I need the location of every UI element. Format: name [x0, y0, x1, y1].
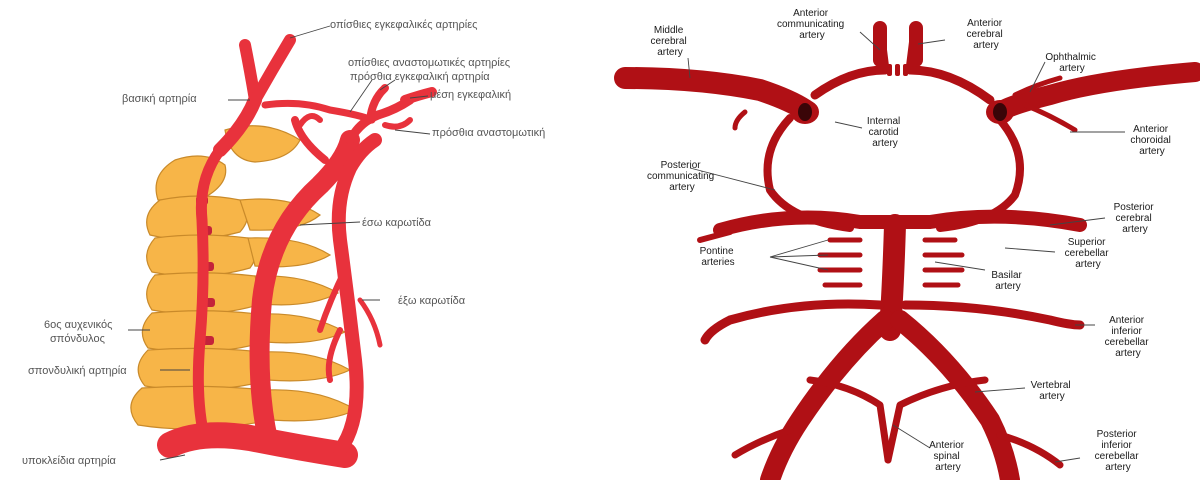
- label-anterior-choroidal: Anterior choroidal artery: [1130, 124, 1173, 157]
- label-middle-cerebral: Middle cerebral artery: [651, 25, 690, 58]
- label-pontine: Pontine arteries: [700, 246, 737, 268]
- right-panel-circle-of-willis: Middle cerebral artery Anterior communic…: [625, 8, 1195, 480]
- label-external-carotid-gr: έξω καρωτίδα: [398, 295, 466, 307]
- label-anterior-communicating: Anterior communicating artery: [777, 8, 847, 41]
- left-panel-illustration: οπίσθιες εγκεφαλικές αρτηρίες οπίσθιες α…: [22, 19, 545, 467]
- label-sixth-vertebra-gr-1: 6ος αυχενικός: [44, 319, 112, 331]
- label-posterior-cerebral: Posterior cerebral artery: [1114, 202, 1157, 235]
- label-vertebral: Vertebral artery: [1031, 380, 1074, 402]
- label-anterior-communicating-gr: πρόσθια αναστομωτική: [432, 127, 545, 139]
- label-posterior-cerebral-gr: οπίσθιες εγκεφαλικές αρτηρίες: [330, 19, 477, 31]
- label-anterior-cerebral-gr: πρόσθια εγκεφαλική αρτηρία: [350, 71, 490, 83]
- label-internal-carotid: Internal carotid artery: [867, 116, 903, 149]
- label-anterior-cerebral: Anterior cerebral artery: [967, 18, 1006, 51]
- label-anterior-spinal: Anterior spinal artery: [929, 440, 967, 473]
- anterior-communicating-stubs: [887, 64, 908, 76]
- label-posterior-communicating-gr: οπίσθιες αναστομωτικές αρτηρίες: [348, 57, 510, 69]
- label-subclavian-gr: υποκλείδια αρτηρία: [22, 455, 117, 467]
- label-internal-carotid-gr: έσω καρωτίδα: [362, 217, 432, 229]
- label-posterior-inferior-cerebellar: Posterior inferior cerebellar artery: [1095, 429, 1142, 473]
- label-anterior-inferior-cerebellar: Anterior inferior cerebellar artery: [1105, 315, 1152, 359]
- label-ophthalmic: Ophthalmic artery: [1045, 52, 1098, 74]
- label-sixth-vertebra-gr-2: σπόνδυλος: [50, 333, 105, 345]
- label-vertebral-gr: σπονδυλική αρτηρία: [28, 365, 127, 377]
- label-middle-cerebral-gr: μέση εγκεφαλική: [430, 89, 511, 101]
- label-superior-cerebellar: Superior cerebellar artery: [1065, 237, 1112, 270]
- label-basilar-gr: βασική αρτηρία: [122, 93, 197, 105]
- label-posterior-communicating: Posterior communicating artery: [647, 160, 717, 193]
- label-basilar: Basilar artery: [991, 270, 1024, 292]
